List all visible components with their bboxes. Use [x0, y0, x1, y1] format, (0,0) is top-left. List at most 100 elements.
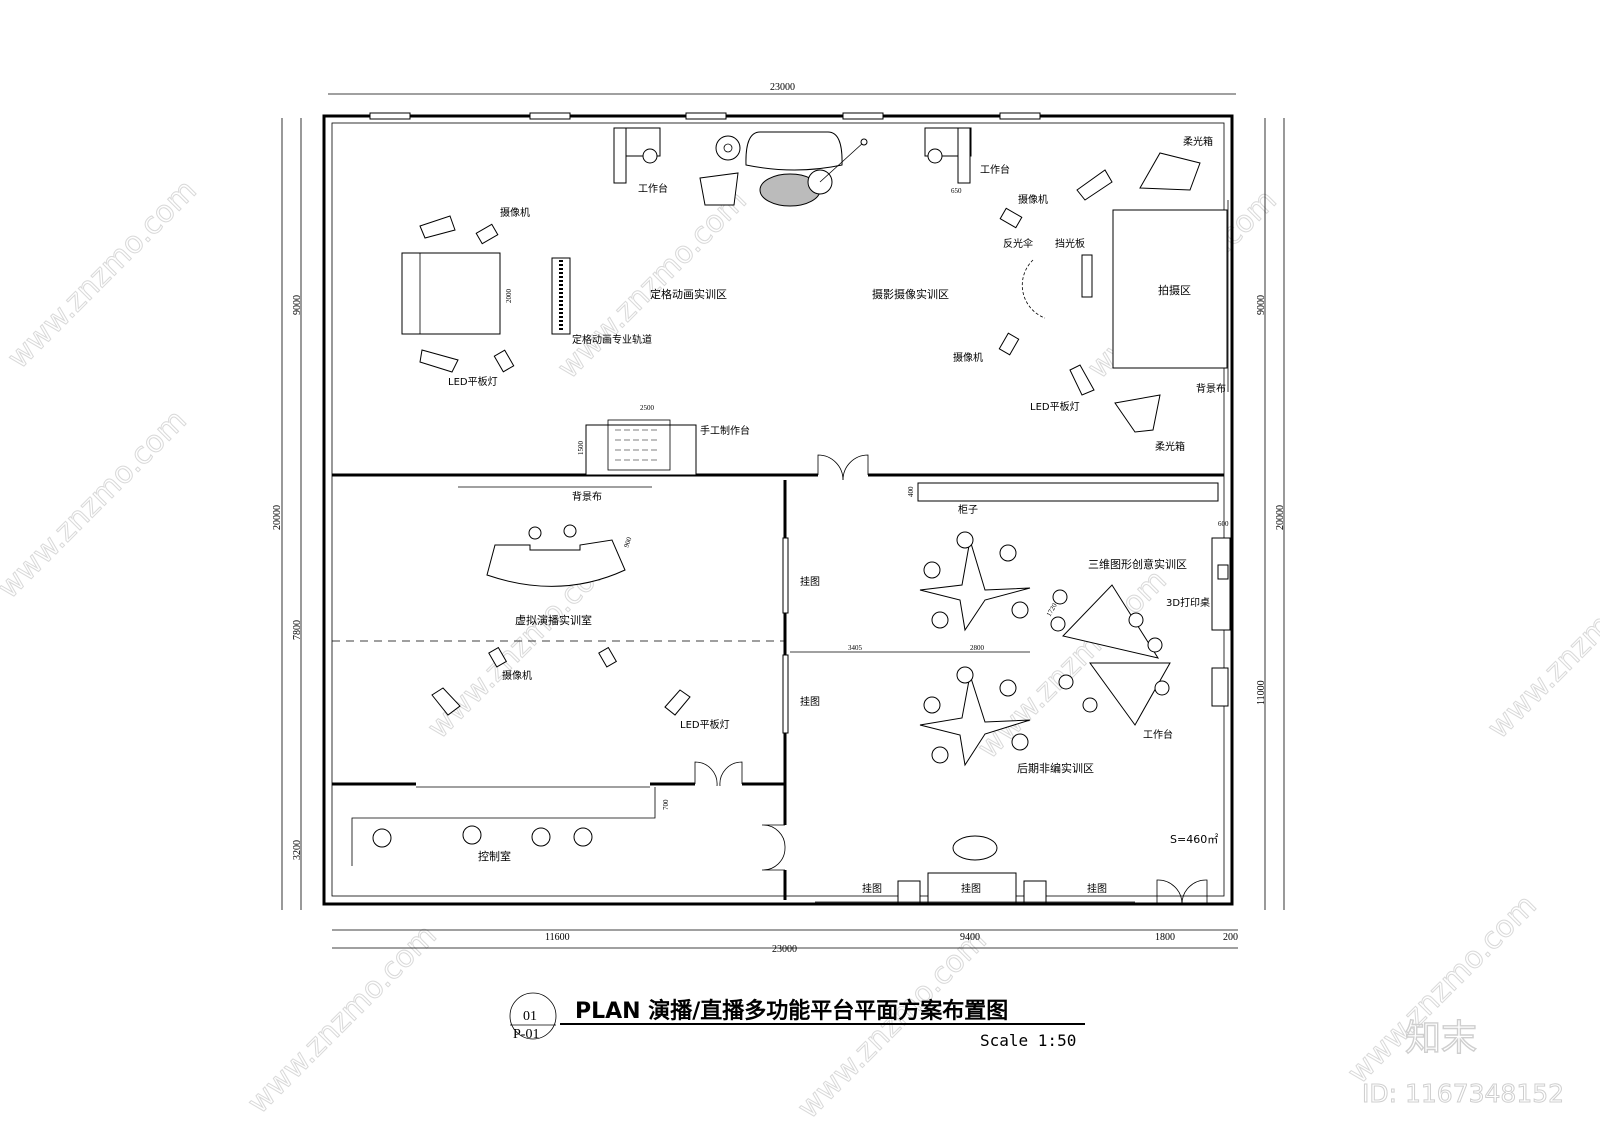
stool	[1147, 637, 1163, 653]
drawing-scale: Scale 1:50	[980, 1031, 1076, 1050]
dim-text: 11600	[545, 932, 570, 943]
stool	[1050, 616, 1066, 632]
chair	[927, 148, 943, 164]
stop-motion-furniture	[401, 127, 697, 476]
dim-text: 1720	[1045, 601, 1059, 618]
led-panel	[419, 215, 456, 239]
led-panel	[419, 349, 459, 373]
window	[999, 112, 1041, 120]
door	[842, 454, 869, 481]
desk	[957, 127, 971, 184]
sofa	[927, 872, 1017, 904]
three-d-furniture	[815, 482, 1231, 904]
door	[817, 454, 844, 481]
door	[719, 761, 743, 787]
window	[842, 112, 884, 120]
dim-text: 11000	[1256, 680, 1267, 705]
window	[369, 112, 411, 120]
outer-wall	[322, 114, 1234, 906]
sheet-number: 01	[523, 1009, 537, 1024]
stool	[1058, 674, 1074, 690]
chair	[1011, 733, 1029, 751]
room-three-d: 三维图形创意实训区	[1088, 557, 1187, 571]
cabinet	[917, 482, 1219, 502]
chair	[956, 666, 974, 684]
stool	[1082, 697, 1098, 713]
shooting-area	[1112, 209, 1228, 369]
dim-text: 7800	[292, 620, 303, 640]
watermark-text: www.znzmo.com	[241, 918, 444, 1121]
side-table	[1023, 880, 1047, 904]
oval-table	[952, 835, 998, 861]
stool	[1154, 680, 1170, 696]
camera	[999, 207, 1023, 229]
hanging-picture	[782, 654, 789, 734]
label-backdrop: 背景布	[572, 490, 602, 503]
dim-text: 400	[907, 486, 915, 497]
room-post: 后期非编实训区	[1017, 761, 1094, 775]
stool	[1128, 612, 1144, 628]
watermark-text: www.znzmo.com	[1, 173, 204, 376]
label-hanging-picture: 挂图	[862, 882, 882, 895]
dim-text: 1500	[577, 441, 585, 456]
room-area: S=460㎡	[1170, 833, 1218, 846]
led-panel	[1076, 169, 1113, 201]
chair	[642, 148, 658, 164]
door	[761, 847, 786, 871]
dim-text: 3405	[848, 644, 863, 652]
hanging-picture	[782, 537, 789, 614]
virtual-studio-furniture	[431, 486, 789, 734]
item-labels: 工作台 工作台 摄像机 摄像机 摄像机 摄像机 LED平板灯 LED平板灯 LE…	[448, 135, 1226, 895]
door	[694, 761, 718, 787]
chair	[563, 524, 577, 538]
led-panel	[431, 687, 461, 716]
umbrella	[1021, 259, 1046, 319]
dim-text: 700	[662, 799, 670, 810]
armchair	[699, 172, 739, 206]
title-block: 01 P-01 PLAN 演播/直播多功能平台平面方案布置图 Scale 1:5…	[509, 992, 1085, 1050]
chair	[931, 611, 949, 629]
label-hanging-picture: 挂图	[961, 882, 981, 895]
label-flag: 挡光板	[1055, 237, 1085, 250]
dim-text: 900	[622, 536, 633, 549]
watermark-text: www.znzmo.com	[1341, 888, 1544, 1091]
softbox	[1139, 152, 1201, 191]
room-virtual-studio: 虚拟演播实训室	[515, 613, 592, 627]
dim-text: 23000	[770, 82, 795, 93]
chair	[923, 696, 941, 714]
animation-table	[401, 252, 501, 335]
camera	[488, 646, 508, 668]
label-hanging-picture: 挂图	[800, 695, 820, 708]
dim-text: 20000	[1275, 505, 1286, 530]
label-camera: 摄像机	[500, 206, 530, 219]
dim-text: 600	[1218, 520, 1229, 528]
craft-table-top	[607, 419, 671, 471]
label-softbox: 柔光箱	[1183, 135, 1213, 148]
label-printer-desk: 3D打印桌	[1166, 596, 1210, 609]
watermark-layer: www.znzmo.com www.znzmo.com www.znzmo.co…	[0, 173, 1600, 1127]
outer-wall-inner-line	[331, 122, 1225, 897]
triangle-table	[1089, 662, 1171, 726]
label-led-panel: LED平板灯	[1030, 400, 1080, 413]
label-hanging-picture: 挂图	[1087, 882, 1107, 895]
craft-pattern	[615, 429, 660, 461]
dimension-lines	[281, 93, 1285, 949]
photo-furniture	[699, 127, 1229, 433]
armchair	[1211, 667, 1229, 707]
star-workstation	[919, 674, 1031, 767]
star-workstation	[919, 539, 1031, 632]
watermark-id: ID: 1167348152	[1362, 1079, 1564, 1108]
dim-text: 200	[1223, 932, 1238, 943]
dim-text: 2800	[970, 644, 985, 652]
room-photo: 摄影摄像实训区	[872, 287, 949, 301]
printer-desk	[1211, 537, 1231, 631]
dim-text: 23000	[772, 944, 797, 955]
watermark-text: www.znzmo.com	[551, 183, 754, 386]
label-cabinet: 柜子	[958, 503, 978, 516]
dim-text: 9000	[1256, 295, 1267, 315]
drawing-title: PLAN 演播/直播多功能平台平面方案布置图	[575, 998, 1008, 1024]
led-panel	[664, 689, 691, 716]
chair	[573, 827, 593, 847]
label-craft-table: 手工制作台	[700, 424, 750, 437]
window	[529, 112, 571, 120]
